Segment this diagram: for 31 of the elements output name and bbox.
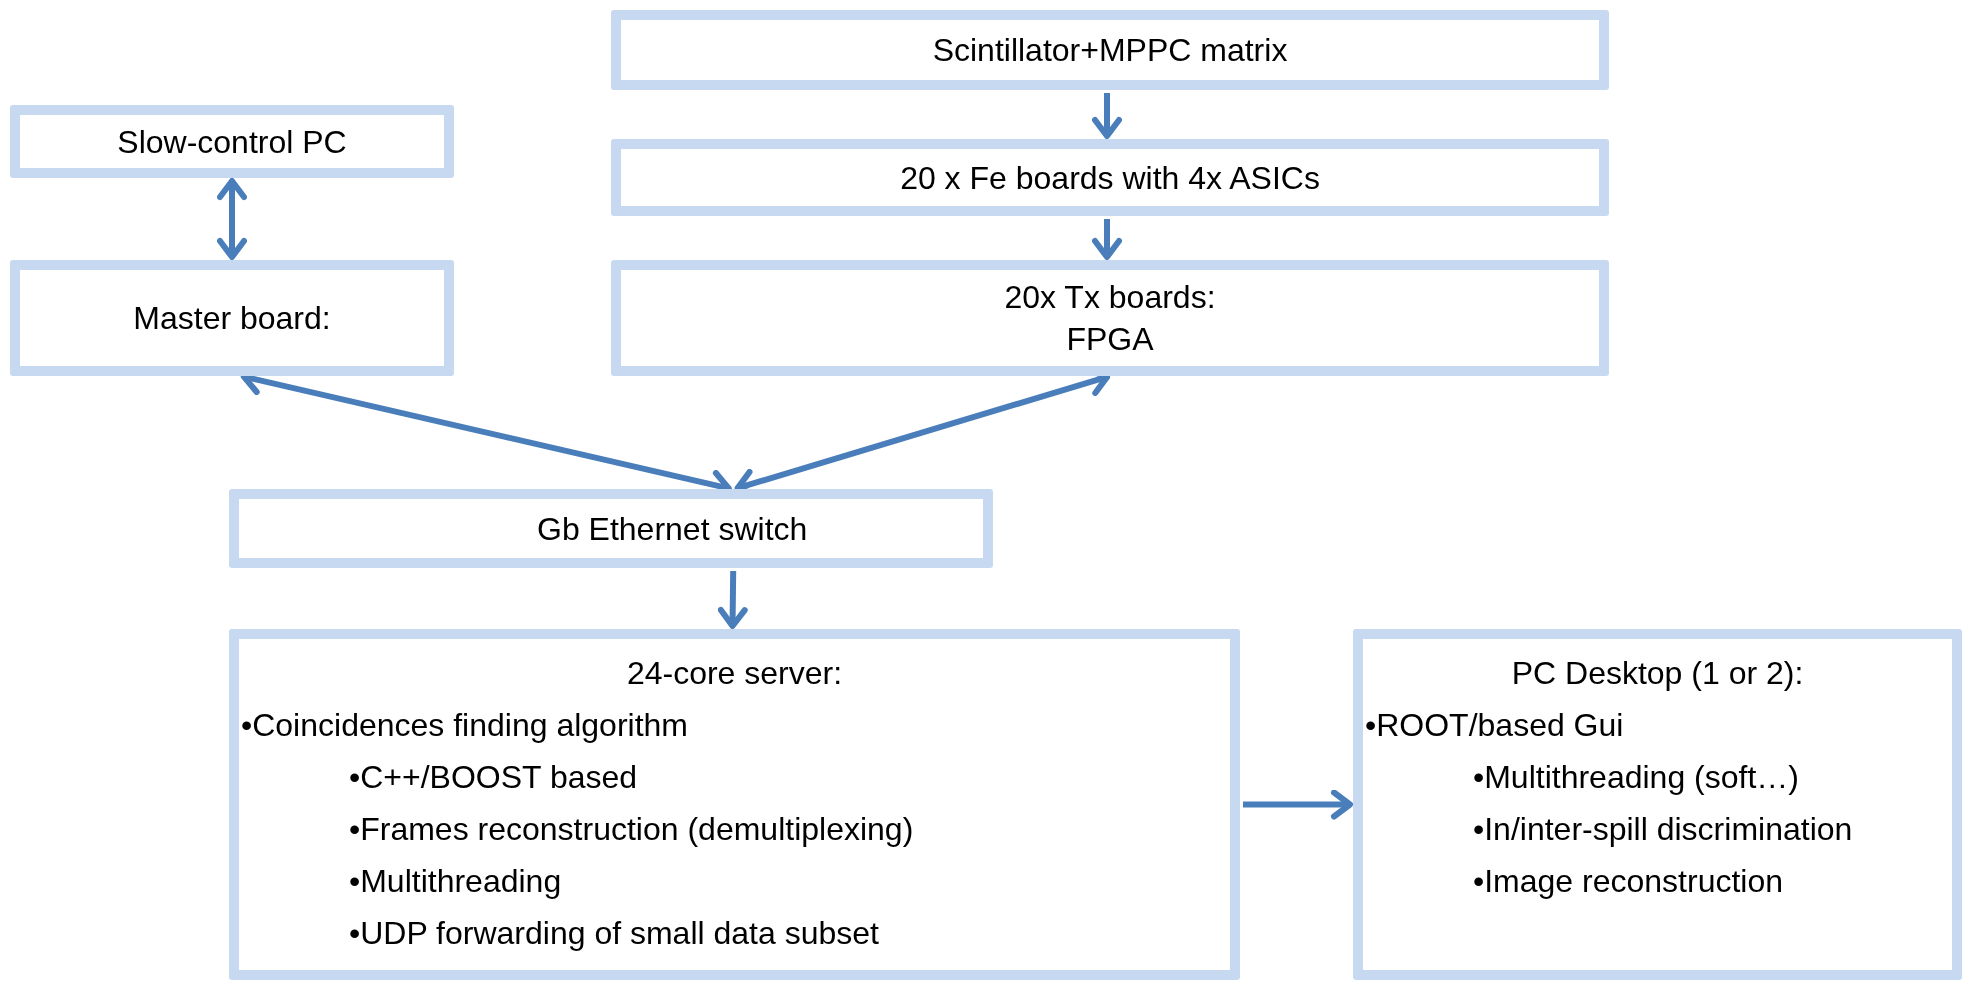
bullet-text: •ROOT/based Gui <box>1365 706 1624 745</box>
box-text: 20x Tx boards: <box>1004 278 1216 317</box>
bullet-text: •In/inter-spill discrimination <box>1473 810 1853 849</box>
box-text: Gb Ethernet switch <box>537 509 808 549</box>
box-text: Master board: <box>133 299 331 338</box>
bullet-text: •Frames reconstruction (demultiplexing) <box>349 810 914 849</box>
bullet-text: •Image reconstruction <box>1473 862 1783 901</box>
process-box <box>1353 629 1962 980</box>
bullet-text: •Coincidences finding algorithm <box>241 706 688 745</box>
arrow <box>1092 219 1122 260</box>
process-box <box>611 139 1609 216</box>
box-text: Slow-control PC <box>117 122 347 162</box>
box-text: FPGA <box>1066 320 1154 359</box>
arrow <box>217 178 247 260</box>
process-box <box>229 489 993 568</box>
bullet-text: •C++/BOOST based <box>349 758 638 797</box>
process-box <box>611 260 1609 376</box>
process-box <box>10 105 454 178</box>
arrow <box>1243 789 1353 820</box>
arrow <box>717 570 748 629</box>
process-box <box>611 10 1609 90</box>
arrow <box>1092 93 1122 139</box>
bullet-text: •Multithreading (soft…) <box>1473 758 1799 797</box>
bullet-text: •Multithreading <box>349 862 562 901</box>
box-text: 20 x Fe boards with 4x ASICs <box>900 158 1320 198</box>
process-box <box>229 629 1240 980</box>
box-text: PC Desktop (1 or 2): <box>1511 654 1804 693</box>
bullet-text: •UDP forwarding of small data subset <box>349 914 879 953</box>
box-text: 24-core server: <box>626 654 843 693</box>
process-box <box>10 260 454 376</box>
box-text: Scintillator+MPPC matrix <box>932 31 1288 70</box>
